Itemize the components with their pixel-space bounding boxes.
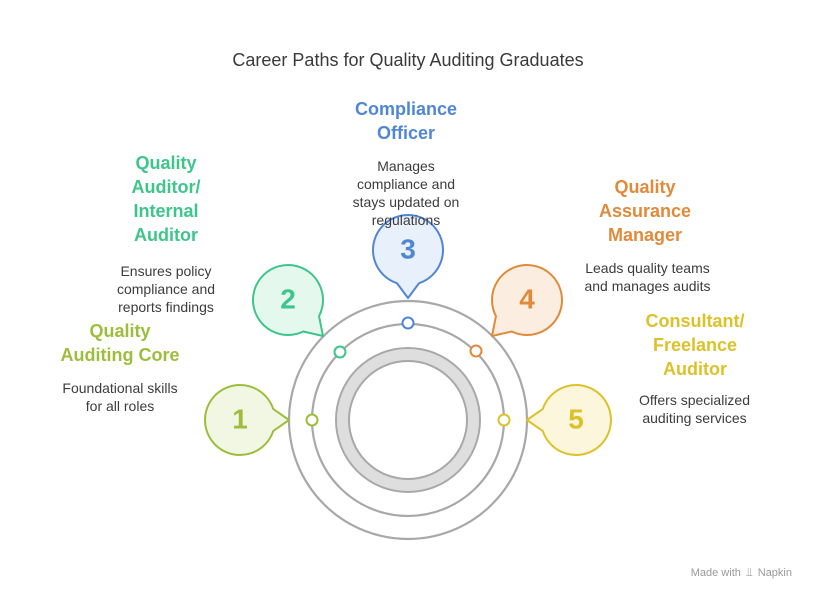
bubble-4-number: 4	[519, 283, 535, 314]
watermark-prefix: Made with	[690, 567, 741, 579]
ring-marker-1	[305, 413, 319, 427]
bubble-4-shape	[491, 264, 563, 337]
inner-ring-edge-inner	[348, 360, 468, 480]
bubble-2-number: 2	[280, 283, 296, 314]
ring-marker-5	[497, 413, 511, 427]
item-5-description: Offers specialized auditing services	[638, 392, 750, 426]
napkin-logo-icon: ⫫	[745, 565, 753, 579]
napkin-watermark: Made with ⫫ Napkin	[691, 565, 792, 580]
bubble-2-shape	[252, 264, 324, 337]
ring-marker-4	[469, 344, 483, 358]
item-2-description: Ensures policy compliance and reports fi…	[116, 263, 216, 315]
item-3-heading: Compliance Officer	[354, 99, 458, 143]
ring-markers	[305, 316, 511, 427]
bubble-1-shape	[204, 384, 290, 456]
bubble-2: 2	[252, 264, 324, 337]
bubble-5-shape	[526, 384, 612, 456]
watermark-brand: Napkin	[757, 567, 792, 579]
item-1-heading: Quality Auditing Core	[60, 321, 180, 365]
ring-marker-2	[333, 345, 347, 359]
bubble-4: 4	[491, 264, 563, 337]
ring-marker-3	[401, 316, 415, 330]
diagram-title: Career Paths for Quality Auditing Gradua…	[232, 50, 584, 70]
inner-ring-edge-outer	[335, 347, 481, 493]
bubble-5-number: 5	[568, 403, 584, 434]
item-4-description: Leads quality teams and manages audits	[584, 260, 711, 294]
item-3-description: Manages compliance and stays updated on …	[352, 158, 460, 228]
bubble-5: 5	[526, 384, 612, 456]
bubble-3: 3	[372, 214, 444, 299]
item-5-heading: Consultant/ Freelance Auditor	[645, 311, 745, 379]
item-2-heading: Quality Auditor/ Internal Auditor	[131, 153, 201, 245]
inner-ring-band	[337, 349, 479, 491]
item-1-description: Foundational skills for all roles	[62, 380, 178, 414]
bubble-3-shape	[372, 214, 444, 299]
numbered-bubbles: 1 2 3 4 5	[204, 214, 612, 456]
bubble-3-number: 3	[400, 233, 416, 264]
bubble-1-number: 1	[232, 403, 248, 434]
item-4-heading: Quality Assurance Manager	[598, 177, 692, 245]
bubble-1: 1	[204, 384, 290, 456]
